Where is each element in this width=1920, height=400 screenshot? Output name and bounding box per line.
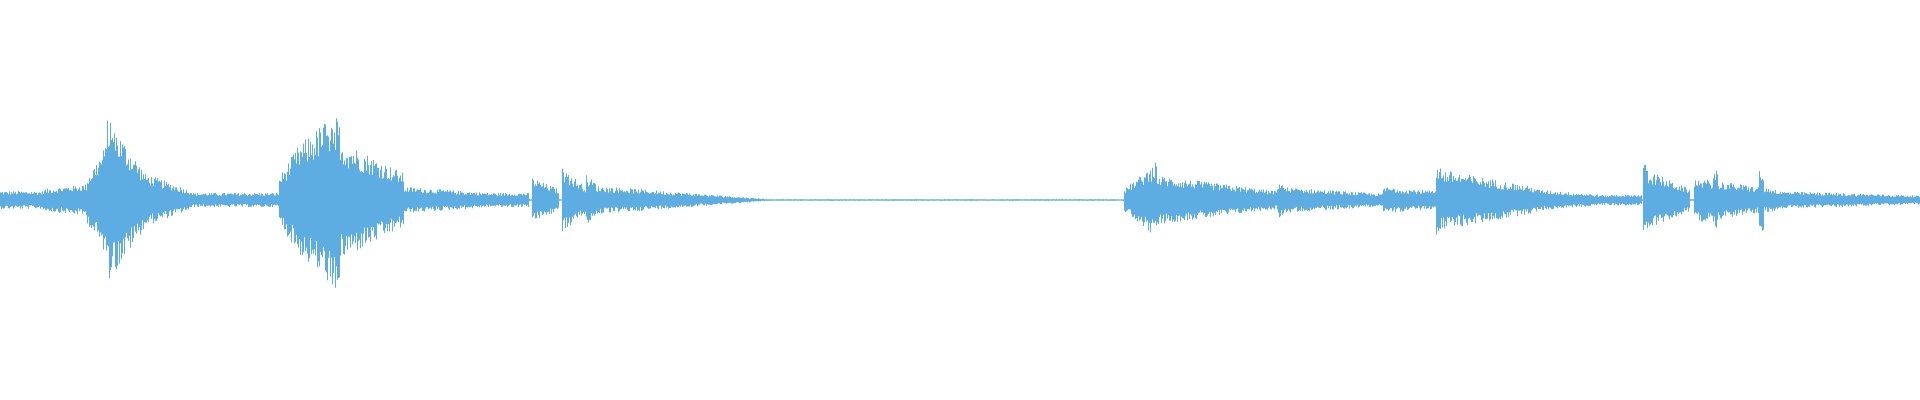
- waveform-trace: [0, 118, 1920, 288]
- waveform-path: [0, 118, 1920, 288]
